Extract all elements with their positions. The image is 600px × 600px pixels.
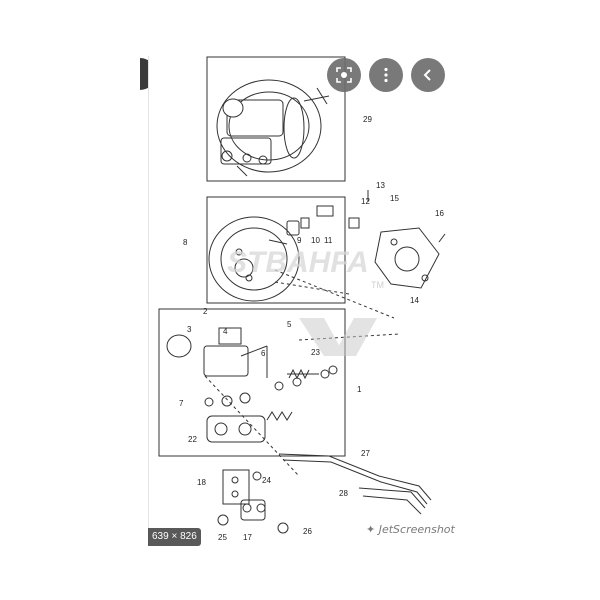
- callout: 10: [311, 236, 320, 245]
- callout: 5: [287, 320, 292, 329]
- callout: 27: [361, 449, 370, 458]
- more-vert-icon: [384, 67, 388, 83]
- callout: 1: [357, 385, 362, 394]
- callout: 15: [390, 194, 399, 203]
- callout: 17: [243, 533, 252, 542]
- callout: 7: [179, 399, 184, 408]
- callout: 2: [203, 307, 208, 316]
- lens-icon: [336, 67, 352, 83]
- watermark-trademark: TM: [371, 280, 384, 290]
- callout: 16: [435, 209, 444, 218]
- image-dimensions-badge: 639 × 826: [148, 528, 201, 546]
- callout: 28: [339, 489, 348, 498]
- callout: 4: [223, 327, 228, 336]
- screenshot-tool-watermark: ✦ JetScreenshot: [366, 523, 455, 536]
- callout: 26: [303, 527, 312, 536]
- jetscreenshot-icon: ✦: [366, 523, 376, 536]
- callout: 24: [262, 476, 271, 485]
- back-button[interactable]: [411, 58, 445, 92]
- callout: 11: [324, 236, 333, 245]
- more-options-button[interactable]: [369, 58, 403, 92]
- callout: 25: [218, 533, 227, 542]
- callout: 6: [261, 349, 266, 358]
- booster-box: [206, 196, 346, 304]
- callout: 14: [410, 296, 419, 305]
- master-cylinder-box: [158, 308, 346, 457]
- callout: 13: [376, 181, 385, 190]
- parts-diagram: STBAHFA TM 29 13 12 15 16 8 9 10 11 14 2…: [158, 56, 446, 542]
- booster-assembly-box: [206, 56, 346, 182]
- watermark-brand: STBAHFA: [227, 246, 369, 279]
- callout: 23: [311, 348, 320, 357]
- callout: 12: [361, 197, 370, 206]
- chevron-left-icon: [423, 69, 431, 81]
- callout: 3: [187, 325, 192, 334]
- callout: 22: [188, 435, 197, 444]
- visual-search-button[interactable]: [327, 58, 361, 92]
- diagram-image: STBAHFA TM 29 13 12 15 16 8 9 10 11 14 2…: [148, 56, 451, 543]
- callout-labels: 29 13 12 15 16 8 9 10 11 14 2 3 4 5 6 23…: [179, 115, 444, 542]
- callout: 29: [363, 115, 372, 124]
- callout: 18: [197, 478, 206, 487]
- callout: 8: [183, 238, 188, 247]
- callout: 9: [297, 236, 302, 245]
